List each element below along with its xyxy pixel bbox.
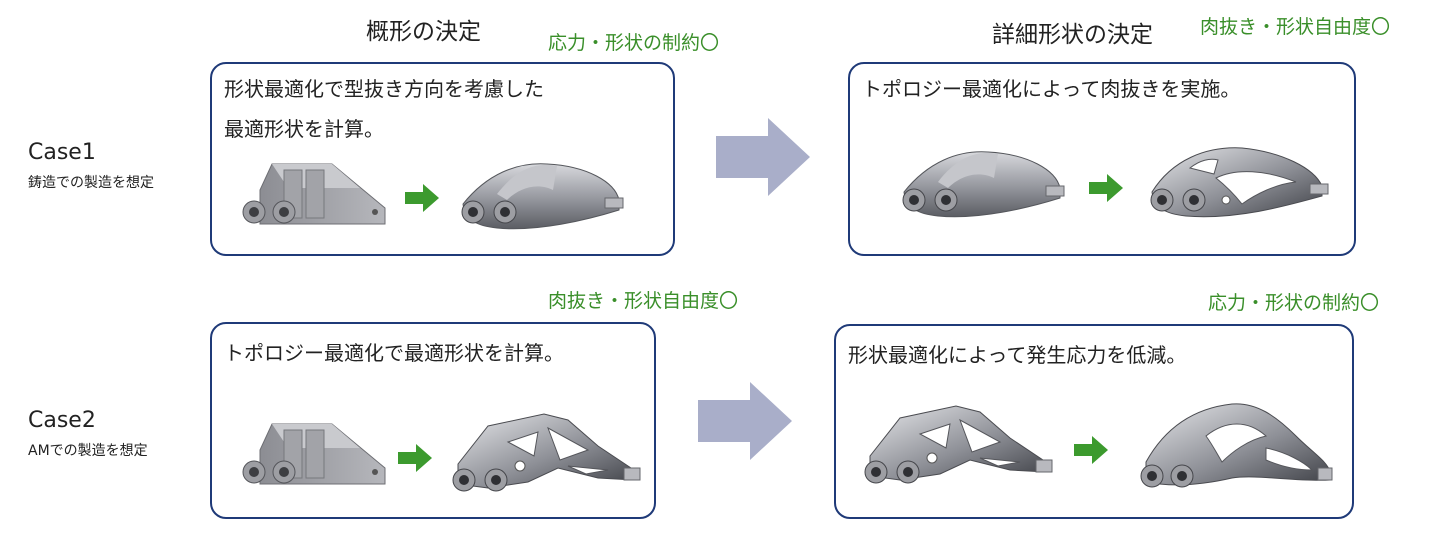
note-stress-constraint-case2: 応力・形状の制約〇 [1208,292,1380,314]
hollowed-cast-part-image [1150,147,1329,218]
case1-right-text-line1: トポロジー最適化によって肉抜きを実施。 [862,77,1241,101]
case1-left-text-line1: 形状最適化で型抜き方向を考慮した [224,77,544,101]
arrow-right-icon [398,444,432,472]
case1-left-text-line2: 最適形状を計算。 [224,117,384,141]
block-bracket-image [242,423,386,485]
stress-reduced-part-image [1140,403,1333,488]
arrow-right-icon [405,184,439,212]
case2-shape-optimization-box: 形状最適化によって発生応力を低減。 [834,324,1354,519]
block-bracket-image [242,163,386,225]
note-hollowing-freedom-case1: 肉抜き・形状自由度〇 [1200,16,1391,38]
process-arrow-case1-icon [716,118,810,196]
header-detail-shape: 詳細形状の決定 [992,22,1153,48]
case2-title: Case2 [28,408,96,433]
note-hollowing-freedom-case2: 肉抜き・形状自由度〇 [548,290,739,312]
cast-part-image [902,151,1065,218]
case1-topology-box: トポロジー最適化によって肉抜きを実施。 [848,62,1356,256]
header-shape-outline: 概形の決定 [366,19,481,45]
case1-shape-optimization-box: 形状最適化で型抜き方向を考慮した 最適形状を計算。 [210,62,675,256]
cast-optimized-part-image [461,163,624,230]
topology-optimized-part-image [452,413,641,492]
case1-title: Case1 [28,140,96,165]
case2-right-text-line1: 形状最適化によって発生応力を低減。 [848,343,1187,367]
case2-subtitle: AMでの製造を想定 [28,443,148,459]
case2-topology-box: トポロジー最適化で最適形状を計算。 [210,322,656,519]
topology-part-image [864,405,1053,484]
case1-subtitle: 鋳造での製造を想定 [28,175,154,191]
arrow-right-icon [1074,436,1108,464]
case2-left-text-line1: トポロジー最適化で最適形状を計算。 [224,341,564,365]
process-arrow-case2-icon [698,382,792,460]
note-stress-constraint-case1: 応力・形状の制約〇 [548,32,720,54]
arrow-right-icon [1089,174,1123,202]
